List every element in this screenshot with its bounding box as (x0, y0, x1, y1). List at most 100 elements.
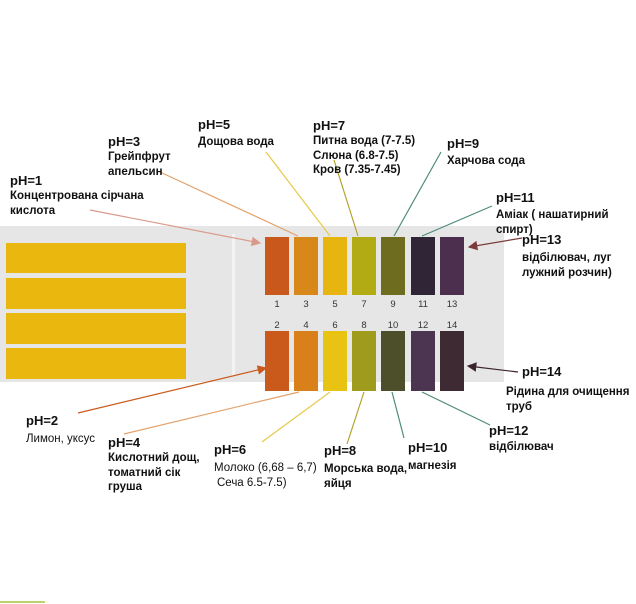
ph-value: pH=1 (10, 173, 43, 188)
ph-description: Молоко (6,68 – 6,7) (214, 462, 317, 475)
test-strip (6, 348, 186, 379)
label-ph1: pH=1 Концентрована сірчана кислота (10, 173, 144, 218)
color-pad (411, 331, 435, 391)
ph-value: pH=4 (108, 435, 141, 450)
ph-description: Морська вода, (324, 463, 408, 476)
scale-number: 4 (303, 320, 308, 331)
scale-number: 13 (447, 299, 458, 310)
ph-description: Сеча 6.5-7.5) (217, 476, 287, 489)
color-pad (381, 331, 405, 391)
color-pad (265, 331, 289, 391)
connector-ph10 (391, 391, 405, 439)
ph-description: Лимон, уксус (26, 433, 96, 446)
connector-ph14 (466, 362, 519, 373)
color-pad (323, 331, 347, 391)
connector-ph13 (467, 237, 523, 251)
color-pad (381, 237, 405, 295)
connector-ph1 (89, 209, 262, 247)
ph-description: апельсин (108, 165, 163, 178)
ph-value: pH=13 (522, 232, 562, 247)
label-ph2: pH=2 Лимон, уксус (26, 413, 95, 447)
connector-ph7 (333, 159, 359, 237)
ph-description: відбілювач, луг (522, 252, 612, 265)
test-strips (6, 243, 186, 379)
label-ph3: pH=3 Грейпфрут апельсин (108, 134, 171, 179)
test-strip (6, 243, 186, 273)
ph-description: Дощова вода (198, 136, 274, 149)
scale-number: 8 (361, 320, 366, 331)
scale-number: 12 (418, 320, 429, 331)
ph-description: груша (108, 481, 143, 493)
color-pad (352, 237, 376, 295)
test-strip (6, 313, 186, 344)
ph-description: Кислотний дощ, (108, 452, 200, 465)
ph-description: Слюна (6.8-7.5) (313, 149, 399, 162)
label-ph8: pH=8 Морська вода, яйця (324, 443, 407, 491)
ph-description: яйця (324, 477, 352, 490)
color-pads-even (265, 331, 464, 391)
ph-value: pH=2 (26, 413, 59, 428)
ph-value: pH=3 (108, 134, 141, 149)
connector-lines (77, 151, 523, 445)
label-ph7: pH=7 Питна вода (7-7.5) Слюна (6.8-7.5) … (313, 118, 415, 177)
ph-value: pH=6 (214, 442, 247, 457)
connector-ph8 (346, 391, 365, 445)
ph-description: Кров (7.35-7.45) (313, 164, 401, 176)
color-pad (440, 331, 464, 391)
ph-value: pH=14 (522, 364, 562, 379)
color-pad (265, 237, 289, 295)
connector-ph3 (159, 171, 299, 237)
ph-value: pH=12 (489, 423, 529, 438)
label-ph13: pH=13 відбілювач, луг лужний розчин) (522, 232, 612, 280)
ph-value: pH=8 (324, 443, 357, 458)
label-ph5: pH=5 Дощова вода (198, 117, 274, 150)
label-ph10: pH=10 магнезія (408, 440, 457, 474)
test-strip (6, 278, 186, 309)
ph-description: Питна вода (7-7.5) (313, 135, 416, 148)
label-ph12: pH=12 відбілювач (489, 423, 554, 455)
connector-ph6 (261, 391, 331, 443)
scale-number: 10 (388, 320, 399, 331)
ph-value: pH=7 (313, 118, 346, 133)
ph-description: Аміак ( нашатирний (496, 209, 609, 222)
label-ph9: pH=9 Харчова сода (447, 136, 525, 169)
ph-description: Концентрована сірчана (10, 190, 144, 203)
connector-ph9 (393, 151, 442, 237)
scale-number: 6 (332, 320, 337, 331)
ph-description: томатний сік (108, 466, 181, 479)
color-pad (294, 331, 318, 391)
color-pads-odd (265, 237, 464, 295)
color-pad (440, 237, 464, 295)
scale-number: 11 (418, 299, 428, 310)
ph-description: кислота (10, 204, 56, 217)
ph-description: Грейпфрут (108, 151, 171, 164)
label-ph4: pH=4 Кислотний дощ, томатний сік груша (108, 435, 200, 494)
connector-ph4 (123, 391, 300, 435)
scale-number: 5 (332, 299, 337, 310)
connector-ph11 (421, 205, 493, 237)
ph-description: спирт) (496, 223, 533, 236)
ph-value: pH=11 (496, 190, 535, 205)
ph-description: магнезія (408, 460, 457, 473)
ph-description: труб (506, 400, 533, 413)
scale-number: 14 (447, 320, 458, 331)
color-pad (352, 331, 376, 391)
ph-description: Рідина для очищення (506, 386, 630, 399)
color-pad (294, 237, 318, 295)
ph-description: лужний розчин) (522, 266, 612, 279)
color-pad (323, 237, 347, 295)
scale-number: 3 (303, 299, 308, 310)
ph-value: pH=5 (198, 117, 231, 132)
label-ph14: pH=14 Рідина для очищення труб (506, 364, 629, 414)
accent-mark (0, 601, 45, 603)
ph-description: Харчова сода (447, 155, 525, 168)
scale-number: 1 (274, 299, 279, 310)
scale-number: 7 (361, 299, 366, 310)
color-pad (411, 237, 435, 295)
connector-ph12 (421, 391, 491, 426)
connector-ph5 (265, 151, 331, 237)
label-ph11: pH=11 Аміак ( нашатирний спирт) (496, 190, 609, 237)
